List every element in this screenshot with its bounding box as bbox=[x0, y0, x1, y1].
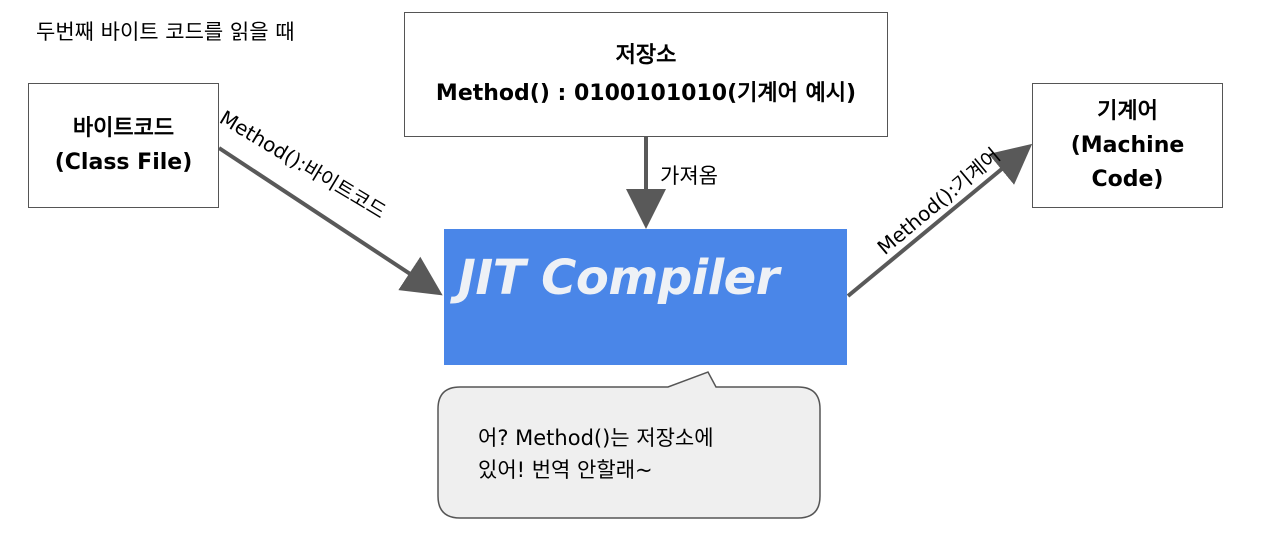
bytecode-box: 바이트코드 (Class File) bbox=[28, 83, 219, 208]
machine-code-box-line3: Code) bbox=[1091, 166, 1164, 192]
speech-bubble-text: 어? Method()는 저장소에 있어! 번역 안할래~ bbox=[478, 422, 714, 486]
fetch-label: 가져옴 bbox=[660, 164, 718, 188]
jit-compiler-box: JIT Compiler bbox=[444, 229, 847, 365]
jit-compiler-title: JIT Compiler bbox=[458, 250, 779, 306]
storage-box: 저장소 Method() : 0100101010(기계어 예시) bbox=[404, 12, 888, 137]
bytecode-box-subtitle: (Class File) bbox=[54, 149, 193, 175]
speech-bubble-line-1: 어? Method()는 저장소에 bbox=[478, 426, 714, 450]
arrow-jit-to-machine bbox=[846, 143, 1033, 298]
speech-bubble-line-2: 있어! 번역 안할래~ bbox=[478, 458, 653, 482]
arrow-bytecode-to-jit bbox=[217, 146, 443, 296]
storage-box-title: 저장소 bbox=[615, 42, 677, 68]
speech-bubble bbox=[437, 371, 821, 519]
machine-code-box-title: 기계어 bbox=[1097, 98, 1158, 124]
machine-code-box: 기계어 (Machine Code) bbox=[1032, 83, 1223, 208]
storage-box-entry: Method() : 0100101010(기계어 예시) bbox=[435, 80, 857, 106]
machine-code-box-line2: (Machine bbox=[1070, 132, 1185, 158]
diagram-caption: 두번째 바이트 코드를 읽을 때 bbox=[36, 20, 295, 44]
bytecode-box-title: 바이트코드 bbox=[72, 115, 175, 141]
